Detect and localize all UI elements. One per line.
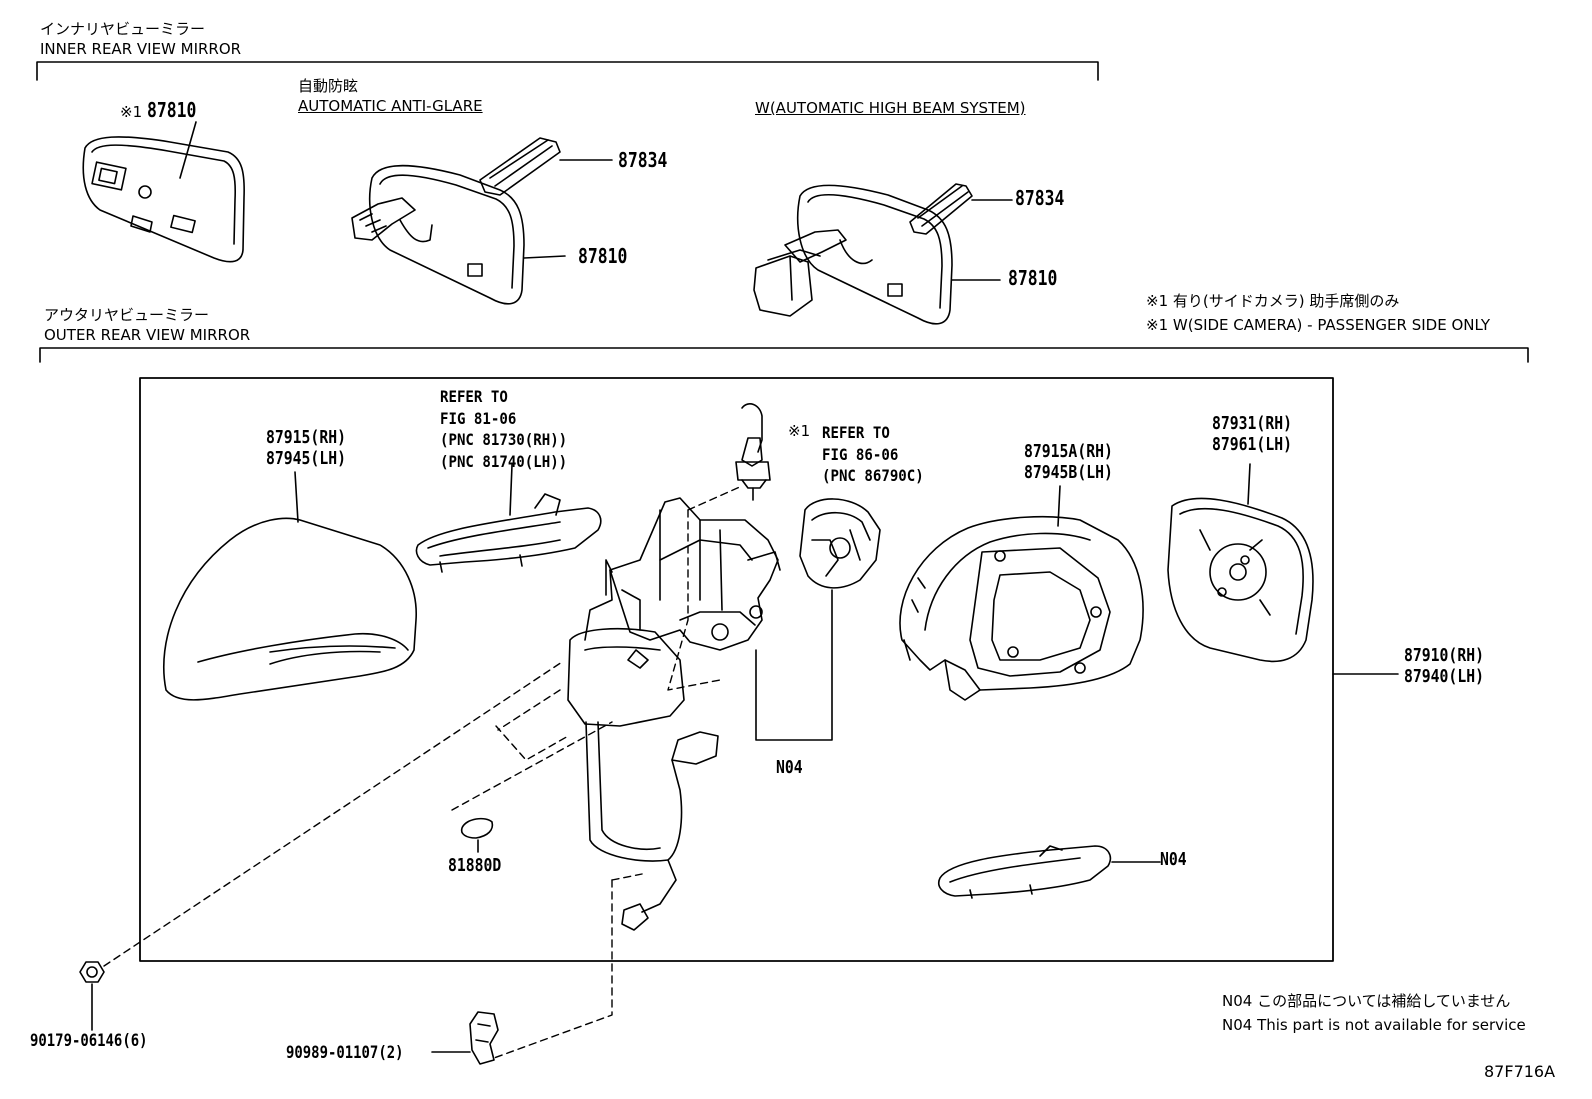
camera-ref-line-2: FIG 86-06 xyxy=(822,444,899,464)
cap-part-label: 81880D xyxy=(448,855,502,876)
turn-lamp-ref-line-2: FIG 81-06 xyxy=(440,408,517,428)
mirror-glass xyxy=(1167,497,1314,663)
camera-reference: REFER TO FIG 86-06 (PNC 86790C) xyxy=(822,422,924,487)
side-camera-note-en: ※1 W(SIDE CAMERA) - PASSENGER SIDE ONLY xyxy=(1146,316,1491,334)
diagram-code: 87F716A xyxy=(1484,1062,1556,1081)
leader-87810-side xyxy=(179,121,197,179)
n04-note-en: N04 This part is not available for servi… xyxy=(1222,1016,1526,1034)
outer-section-title-en: OUTER REAR VIEW MIRROR xyxy=(44,326,251,344)
mirror-housing xyxy=(899,515,1144,701)
inner-mirror-anti-glare xyxy=(351,137,613,305)
turn-lamp-ref-line-1: REFER TO xyxy=(440,387,508,406)
high-beam-label-en: W(AUTOMATIC HIGH BEAM SYSTEM) xyxy=(755,99,1026,117)
dashed-assembly-lines xyxy=(103,485,743,1059)
n04-note-jp: N04 この部品については補給していません xyxy=(1222,992,1511,1010)
assembly-part-rh: 87910(RH) xyxy=(1404,645,1484,666)
turn-lamp-ref-line-4: (PNC 81740(LH)) xyxy=(440,451,568,471)
cover-part-label: 87915(RH) 87945(LH) xyxy=(266,427,346,469)
nut-part-label: 90179-06146(6) xyxy=(30,1031,148,1051)
mirror-base-stem xyxy=(567,627,685,727)
n04-bracket xyxy=(755,589,833,741)
mirror-cover-shape xyxy=(162,517,417,701)
anti-glare-mirror-part: 87810 xyxy=(578,244,628,268)
anti-glare-label-jp: 自動防眩 xyxy=(298,77,359,95)
leader-cover xyxy=(294,471,299,523)
leader-turn-lamp xyxy=(509,464,513,516)
cover-part-lh: 87945(LH) xyxy=(266,447,346,469)
cap-part-shape xyxy=(460,817,494,839)
glass-part-lh: 87961(LH) xyxy=(1212,433,1292,455)
inner-section-bracket xyxy=(36,61,1099,81)
assembly-part-lh: 87940(LH) xyxy=(1404,665,1484,687)
mirror-base-assembly xyxy=(584,497,781,669)
mirror-actuator xyxy=(799,498,881,589)
turn-lamp-lower xyxy=(938,845,1112,899)
mirror-wire-harness xyxy=(585,721,719,931)
housing-part-lh: 87945B(LH) xyxy=(1024,461,1113,483)
high-beam-cover-part: 87834 xyxy=(1015,186,1065,210)
side-camera-unit xyxy=(735,403,771,501)
high-beam-mirror-part: 87810 xyxy=(1008,266,1058,290)
leader-housing xyxy=(1057,485,1061,527)
glass-part-label: 87931(RH) 87961(LH) xyxy=(1212,413,1292,455)
n04-lamp-label: N04 xyxy=(1160,849,1187,870)
nut-part-shape xyxy=(79,961,105,983)
camera-ref-mark: ※1 xyxy=(788,422,811,440)
turn-lamp-reference: REFER TO FIG 81-06 (PNC 81730(RH)) (PNC … xyxy=(440,386,567,472)
anti-glare-cover-part: 87834 xyxy=(618,148,668,172)
side-camera-note-jp: ※1 有り(サイドカメラ) 助手席側のみ xyxy=(1146,292,1400,310)
inner-mirror-side-camera-part: 87810 xyxy=(147,98,197,122)
assembly-part-label: 87910(RH) 87940(LH) xyxy=(1404,645,1484,687)
outer-section-title-jp: アウタリヤビューミラー xyxy=(44,306,210,324)
turn-lamp-ref-line-3: (PNC 81730(RH)) xyxy=(440,430,568,450)
side-camera-mark: ※1 xyxy=(120,103,143,121)
inner-section-title-en: INNER REAR VIEW MIRROR xyxy=(40,40,242,58)
anti-glare-label-en: AUTOMATIC ANTI-GLARE xyxy=(298,97,483,115)
camera-ref-line-3: (PNC 86790C) xyxy=(822,466,924,486)
outer-assembly-frame xyxy=(139,377,1334,962)
outer-section-bracket xyxy=(39,347,1529,363)
cover-part-rh: 87915(RH) xyxy=(266,427,346,448)
inner-mirror-high-beam xyxy=(753,183,1013,325)
inner-section-title-jp: インナリヤビューミラー xyxy=(40,20,206,38)
clip-part-label: 90989-01107(2) xyxy=(286,1043,404,1063)
clip-part-shape xyxy=(469,1011,499,1065)
housing-part-rh: 87915A(RH) xyxy=(1024,441,1113,462)
inner-mirror-side-camera-callout: ※1 87810 xyxy=(120,100,207,120)
glass-part-rh: 87931(RH) xyxy=(1212,413,1292,434)
n04-center-label: N04 xyxy=(776,757,803,778)
camera-ref-line-1: REFER TO xyxy=(822,423,890,442)
leader-glass xyxy=(1247,463,1251,505)
inner-mirror-side-camera xyxy=(82,136,245,263)
housing-part-label: 87915A(RH) 87945B(LH) xyxy=(1024,441,1113,483)
turn-lamp-upper xyxy=(415,493,602,573)
